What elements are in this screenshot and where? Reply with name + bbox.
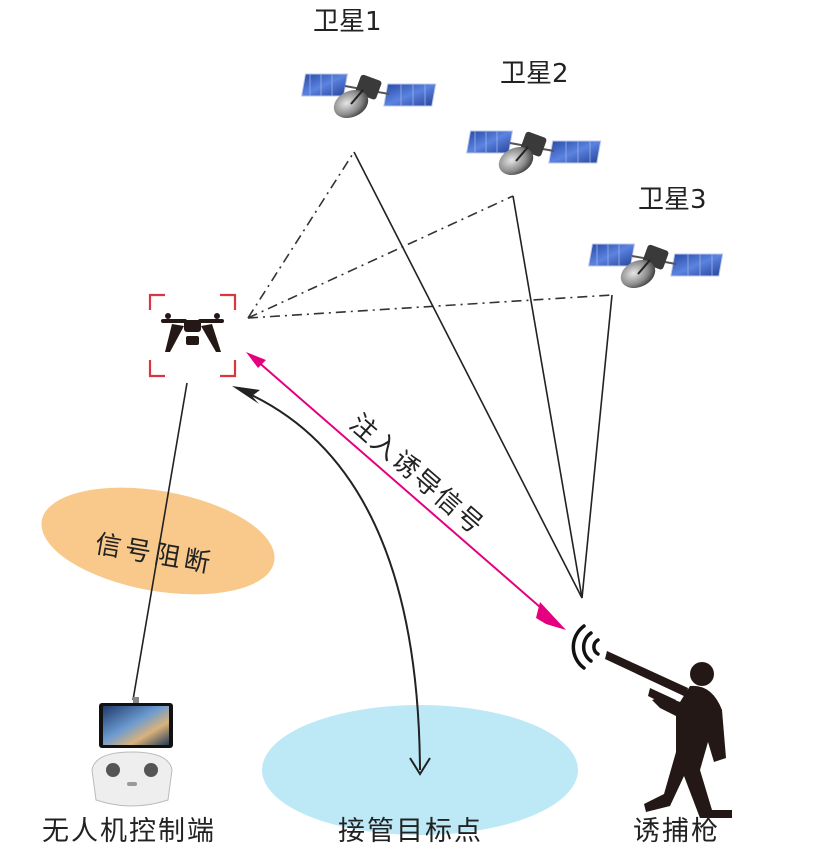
injection-signal-arrow: [246, 352, 566, 630]
link-satellite-2: [247, 195, 514, 319]
gun-link-satellite-3: [581, 294, 613, 599]
target-label: 接管目标点: [338, 816, 483, 847]
satellite-icon: [465, 129, 602, 182]
gun-satellite-links: [353, 151, 613, 599]
remote-controller-icon: [91, 697, 173, 807]
satellite-icon: [300, 72, 437, 125]
satellite-label: 卫星2: [500, 59, 569, 89]
satellite-label: 卫星1: [313, 7, 382, 37]
link-satellite-1: [247, 151, 355, 319]
blocking-ellipse: [41, 487, 275, 595]
drone-icon: [161, 313, 224, 352]
gun-link-satellite-2: [512, 195, 583, 599]
satellite-2: 卫星2: [465, 59, 602, 182]
signal-waves-icon: [571, 624, 600, 670]
gun-link-satellite-1: [353, 151, 583, 599]
satellite-3: 卫星3: [587, 185, 724, 295]
injection-label: 注入诱导信号: [343, 409, 489, 542]
drone: [148, 293, 237, 378]
link-satellite-3: [247, 294, 613, 319]
satellite-label: 卫星3: [638, 185, 707, 215]
drone-target-frame: [148, 293, 237, 378]
drone-satellite-links: [247, 151, 613, 319]
person-with-gun-icon: [605, 651, 732, 818]
satellite-1: 卫星1: [300, 7, 437, 125]
satellite-icon: [587, 242, 724, 295]
takeover-path-arrow: [232, 386, 431, 776]
gun-label: 诱捕枪: [633, 816, 720, 847]
drone-controller-link: [132, 382, 188, 701]
controller-label: 无人机控制端: [42, 816, 216, 847]
